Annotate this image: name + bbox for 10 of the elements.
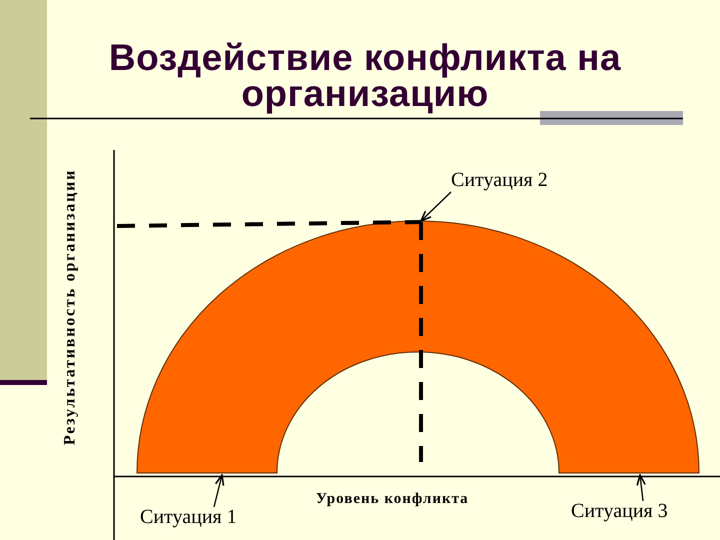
axis-label: Уровень конфликта (316, 490, 469, 508)
leader-line (636, 474, 646, 502)
callout-label: Ситуация 3 (571, 500, 668, 522)
slide-title: Воздействие конфликта на организацию (108, 40, 622, 112)
axis-label: Результативность организации (60, 168, 80, 446)
leader-line (420, 192, 452, 222)
leader-line (213, 474, 224, 508)
arch-shape (136, 221, 700, 474)
callout-label: Ситуация 1 (140, 506, 237, 528)
callout-label: Ситуация 2 (451, 169, 548, 191)
